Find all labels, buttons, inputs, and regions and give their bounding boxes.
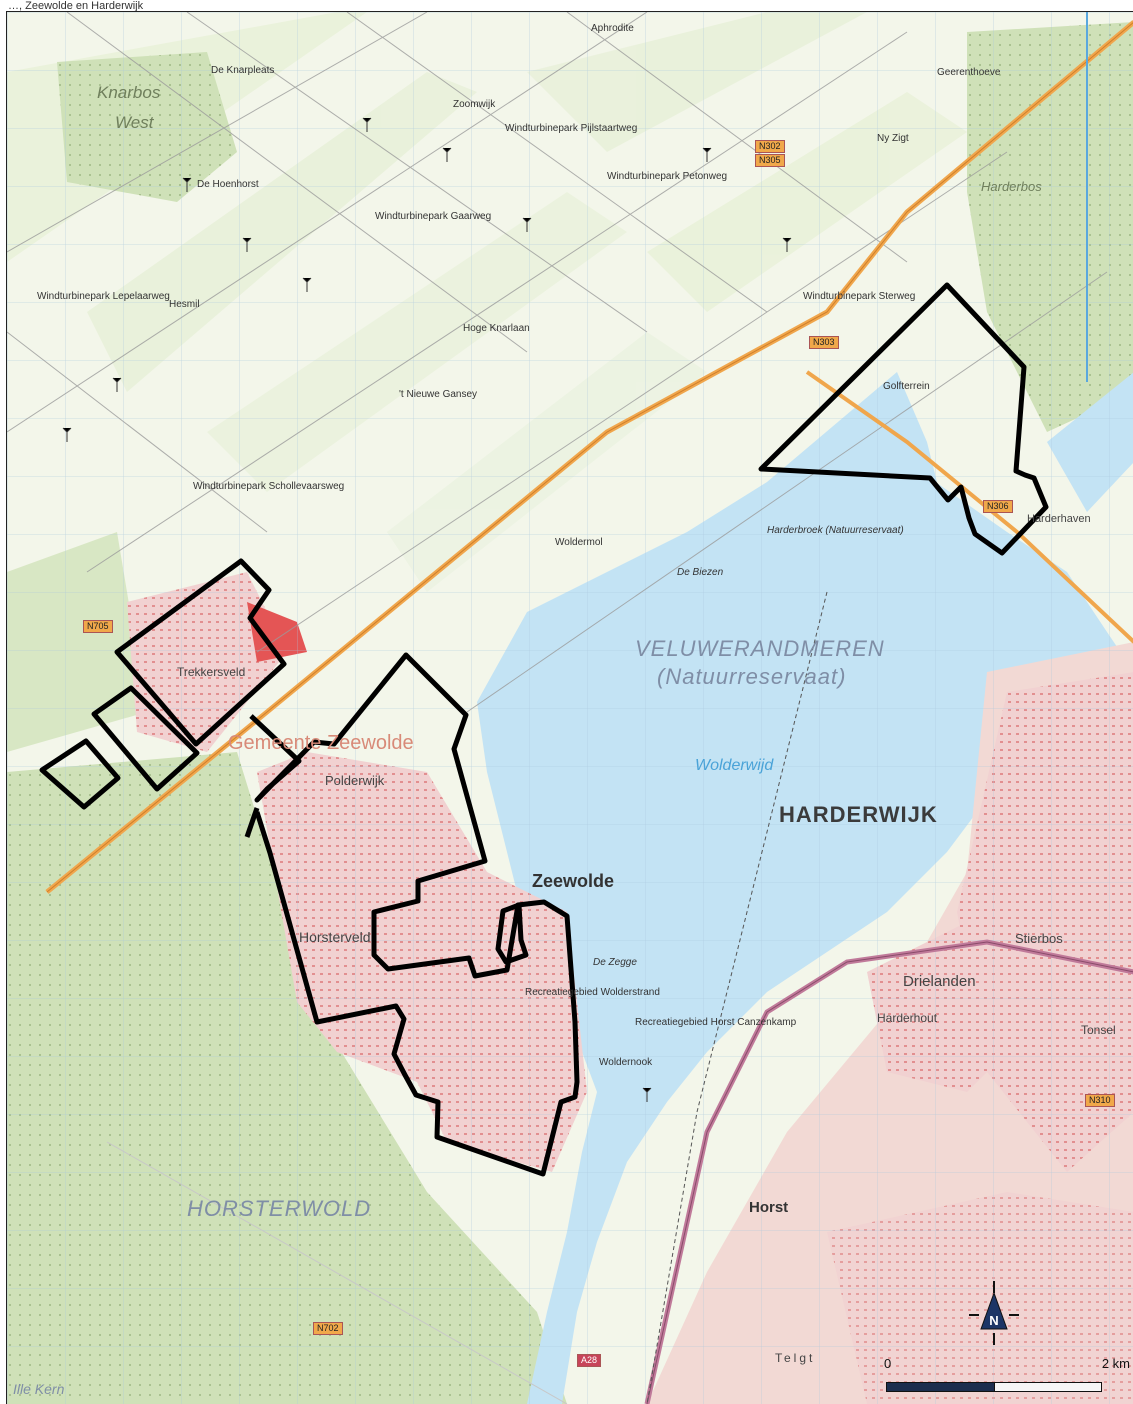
map-frame[interactable]: VELUWERANDMEREN (Natuurreservaat) Wolder…: [6, 11, 1133, 1404]
label-windturbinepark-gaarweg: Windturbinepark Gaarweg: [375, 211, 492, 222]
label-windturbinepark-petonweg: Windturbinepark Petonweg: [607, 171, 728, 182]
label-horsterwold: HORSTERWOLD: [187, 1196, 372, 1221]
map-grid: [7, 12, 1133, 1404]
label-de-biezen: De Biezen: [677, 567, 724, 578]
label-harderbos: Harderbos: [981, 179, 1042, 194]
boundary-small-east: [495, 902, 529, 965]
label-wolderwijd: Wolderwijd: [695, 757, 774, 774]
scale-segment-light: [994, 1382, 1102, 1392]
road-shield-n306: N306: [983, 500, 1013, 513]
label-telgt: Telgt: [775, 1351, 816, 1365]
label-zeewolde: Zeewolde: [532, 871, 615, 891]
main-roads: [45, 12, 1133, 1404]
scale-segment-dark: [886, 1382, 995, 1392]
label-de-knarpleats: De Knarpleats: [211, 65, 275, 76]
label-west: West: [115, 113, 154, 132]
boundary-trekkersveld: [114, 558, 287, 747]
label-windturbinepark-pijlstaartweg: Windturbinepark Pijlstaartweg: [505, 123, 638, 134]
label-stierbos: Stierbos: [1015, 931, 1063, 946]
label-tonsel: Tonsel: [1081, 1023, 1116, 1037]
road-shield-n702: N702: [313, 1322, 343, 1335]
label-windturbinepark-sterweg: Windturbinepark Sterweg: [803, 291, 916, 302]
road-shield-n310: N310: [1085, 1094, 1115, 1107]
scale-end-label: 2 km: [1101, 1356, 1130, 1371]
label-drielanden: Drielanden: [903, 973, 976, 990]
label-de-zegge: De Zegge: [593, 957, 637, 968]
road-shield-n303: N303: [809, 336, 839, 349]
label-windturbinepark-schollevaarsweg: Windturbinepark Schollevaarsweg: [193, 481, 345, 492]
map-canvas[interactable]: [7, 12, 1133, 1404]
label-veluwerandmeren: VELUWERANDMEREN: [635, 636, 885, 661]
label-natuurreservaat: (Natuurreservaat): [657, 664, 847, 689]
road-shield-n302: N302: [755, 140, 785, 153]
label-knarbos: Knarbos: [97, 83, 161, 102]
scale-start-label: 0: [884, 1356, 892, 1371]
label-harderbroek: Harderbroek (Natuurreservaat): [767, 525, 904, 536]
label-polderwijk: Polderwijk: [325, 773, 385, 788]
label-woldernook: Woldernook: [599, 1057, 653, 1068]
map-caption: …, Zeewolde en Harderwijk: [8, 0, 144, 12]
label-ile-kern: Ille Kern: [13, 1381, 65, 1397]
label-harderhout: Harderhout: [877, 1011, 938, 1025]
label-harderhaven: Harderhaven: [1027, 513, 1091, 525]
windturbine-icons: [62, 117, 792, 1102]
label-horsterveld: Horsterveld: [299, 929, 371, 945]
road-shield-n305: N305: [755, 154, 785, 167]
label-windturbinepark-lepelaarweg: Windturbinepark Lepelaarweg: [37, 291, 170, 302]
boundary-zeewolde: [249, 652, 580, 1177]
label-trekkersveld: Trekkersveld: [177, 665, 246, 679]
label-ny-zigt: Ny Zigt: [877, 133, 909, 144]
scale-bar: 0 2 km: [884, 1356, 1130, 1400]
minor-roads: [7, 12, 1108, 713]
boundary-west-2: [39, 738, 121, 810]
label-harderwijk: HARDERWIJK: [779, 802, 938, 827]
boundary-harderbroek: [758, 282, 1049, 556]
label-gemeente-zeewolde: Gemeente Zeewolde: [228, 732, 414, 754]
label-geerenthoeve: Geerenthoeve: [937, 67, 1001, 78]
label-hoge-knarlaan: Hoge Knarlaan: [463, 323, 530, 334]
label-zoomwijk: Zoomwijk: [453, 99, 496, 110]
boundary-zeewolde-left: [244, 807, 260, 838]
north-arrow-icon: N: [969, 1281, 1019, 1345]
boundary-west-1: [91, 685, 200, 792]
label-wolderstrand: Recreatiegebied Wolderstrand: [525, 987, 660, 998]
label-aphrodite: Aphrodite: [591, 23, 634, 34]
north-letter: N: [989, 1313, 998, 1328]
plan-boundaries[interactable]: [39, 282, 1049, 1177]
road-shield-a28: A28: [577, 1354, 602, 1367]
label-golfterrein: Golfterrein: [883, 381, 930, 392]
label-hesmil: Hesmil: [169, 299, 200, 310]
label-horst-canzenkamp: Recreatiegebied Horst Canzenkamp: [635, 1017, 797, 1028]
road-shield-n705: N705: [83, 620, 113, 633]
label-horst: Horst: [749, 1199, 789, 1216]
label-nieuwe-gansey: 't Nieuwe Gansey: [399, 389, 478, 400]
label-woldermol: Woldermol: [555, 537, 603, 548]
label-de-hoenhorst: De Hoenhorst: [197, 179, 259, 190]
